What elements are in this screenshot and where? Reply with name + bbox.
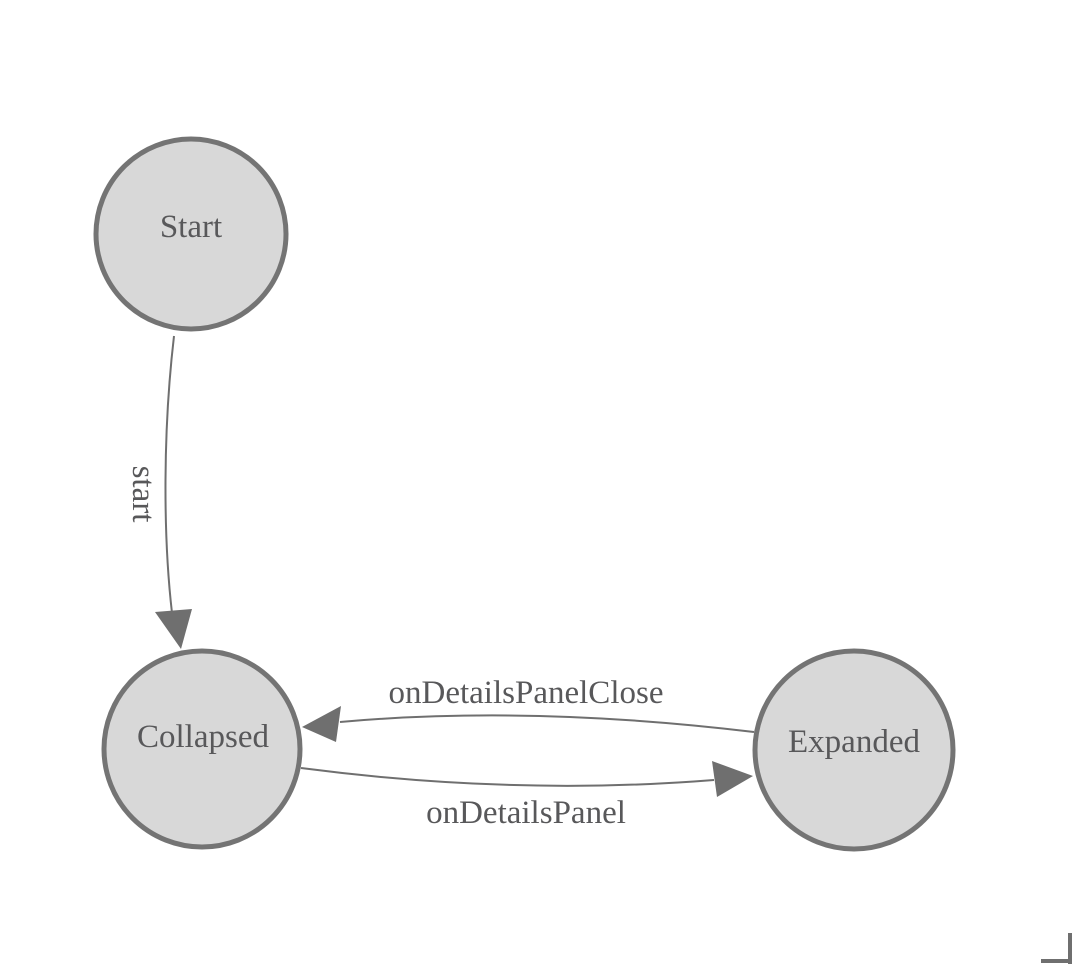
edge-close-line xyxy=(339,714,755,733)
resize-corner-vertical-bar xyxy=(1068,933,1072,964)
node-expanded[interactable]: Expanded xyxy=(752,648,956,852)
edge-start-to-collapsed: start xyxy=(125,335,192,649)
edge-label-ondetailspanel: onDetailsPanel xyxy=(426,795,626,831)
node-start[interactable]: Start xyxy=(93,136,289,332)
node-start-circle[interactable] xyxy=(93,136,289,332)
edge-label-start: start xyxy=(125,466,161,523)
resize-corner-handle[interactable] xyxy=(1041,933,1072,964)
node-collapsed[interactable]: Collapsed xyxy=(101,648,303,850)
node-start-label: Start xyxy=(160,209,222,245)
node-collapsed-circle[interactable] xyxy=(101,648,303,850)
node-expanded-circle[interactable] xyxy=(752,648,956,852)
edge-expanded-to-collapsed: onDetailsPanelClose xyxy=(302,675,755,742)
resize-corner-horizontal-bar xyxy=(1041,959,1072,963)
node-expanded-label: Expanded xyxy=(788,724,920,760)
node-collapsed-label: Collapsed xyxy=(137,719,269,755)
edge-open-arrowhead-icon xyxy=(712,761,753,797)
edge-collapsed-to-expanded: onDetailsPanel xyxy=(300,761,753,831)
edge-start-arrowhead-icon xyxy=(155,609,192,649)
edge-open-line xyxy=(300,767,715,787)
edge-close-arrowhead-icon xyxy=(302,706,341,742)
edge-start-line xyxy=(164,335,175,614)
edge-label-ondetailspanelclose: onDetailsPanelClose xyxy=(389,675,664,711)
